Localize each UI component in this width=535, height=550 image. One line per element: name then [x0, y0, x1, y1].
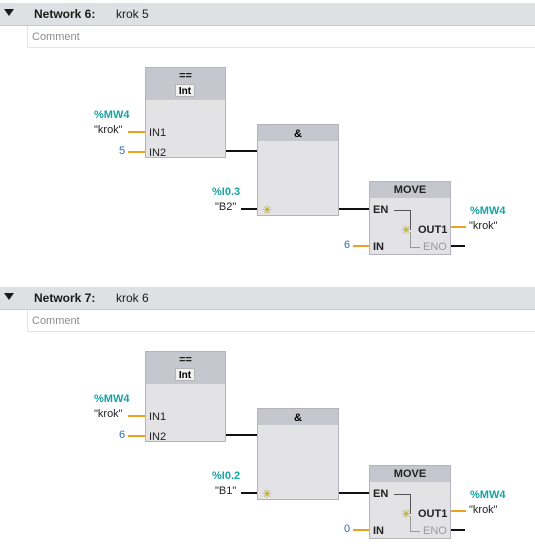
compare-type-badge[interactable]: Int [175, 368, 195, 381]
out-address: %MW4 [470, 205, 506, 217]
collapse-triangle-icon[interactable] [4, 293, 14, 300]
move-title: MOVE [393, 468, 427, 480]
contact-address: %I0.3 [212, 186, 241, 198]
negation-asterisk-icon: ✳ [262, 487, 273, 501]
pin-out1: OUT1 [418, 508, 448, 520]
move-in-literal[interactable]: 0 [344, 523, 351, 535]
pin-in2: IN2 [149, 431, 167, 443]
network-comment[interactable]: Comment [27, 310, 535, 332]
collapse-triangle-icon[interactable] [4, 9, 14, 16]
pin-in: IN [373, 241, 384, 253]
network-comment[interactable]: Comment [27, 26, 535, 48]
network-description[interactable]: krok 5 [116, 7, 149, 21]
compare-box[interactable]: == Int IN1 IN2 [145, 67, 226, 159]
network-header[interactable]: Network 7: krok 6 [0, 287, 535, 310]
pin-in2: IN2 [149, 147, 167, 159]
move-title: MOVE [393, 184, 427, 196]
pin-in: IN [373, 525, 384, 537]
compare-box[interactable]: == Int IN1 IN2 [145, 351, 226, 443]
in1-tag[interactable]: "krok" [94, 124, 123, 136]
pin-in1: IN1 [149, 127, 167, 139]
pin-en: EN [373, 488, 389, 500]
enable-asterisk-icon: ✳ [401, 507, 412, 521]
in2-literal[interactable]: 6 [119, 429, 126, 441]
contact-tag[interactable]: "B1" [215, 485, 237, 497]
move-in-literal[interactable]: 6 [344, 239, 351, 251]
in1-tag[interactable]: "krok" [94, 408, 123, 420]
network-header[interactable]: Network 6: krok 5 [0, 3, 535, 26]
in1-address: %MW4 [94, 393, 130, 405]
move-box[interactable]: MOVE EN IN OUT1 ENO ✳ [369, 181, 451, 255]
network-title: Network 6: [34, 7, 96, 21]
out-tag[interactable]: "krok" [469, 504, 498, 516]
pin-eno: ENO [423, 241, 447, 253]
compare-type-badge[interactable]: Int [175, 84, 195, 97]
contact-tag[interactable]: "B2" [215, 201, 237, 213]
pin-out1: OUT1 [418, 224, 448, 236]
move-box[interactable]: MOVE EN IN OUT1 ENO ✳ [369, 465, 451, 539]
out-address: %MW4 [470, 489, 506, 501]
and-box[interactable]: & ✳ [257, 408, 339, 500]
enable-asterisk-icon: ✳ [401, 223, 412, 237]
and-operator: & [294, 412, 302, 424]
in1-address: %MW4 [94, 109, 130, 121]
and-operator: & [294, 128, 302, 140]
compare-operator: == [179, 354, 192, 366]
pin-in1: IN1 [149, 411, 167, 423]
network-description[interactable]: krok 6 [116, 291, 149, 305]
and-box[interactable]: & ✳ [257, 124, 339, 216]
compare-operator: == [179, 70, 192, 82]
contact-address: %I0.2 [212, 470, 241, 482]
out-tag[interactable]: "krok" [469, 220, 498, 232]
network-title: Network 7: [34, 291, 96, 305]
pin-eno: ENO [423, 525, 447, 537]
negation-asterisk-icon: ✳ [262, 203, 273, 217]
in2-literal[interactable]: 5 [119, 145, 126, 157]
pin-en: EN [373, 204, 389, 216]
